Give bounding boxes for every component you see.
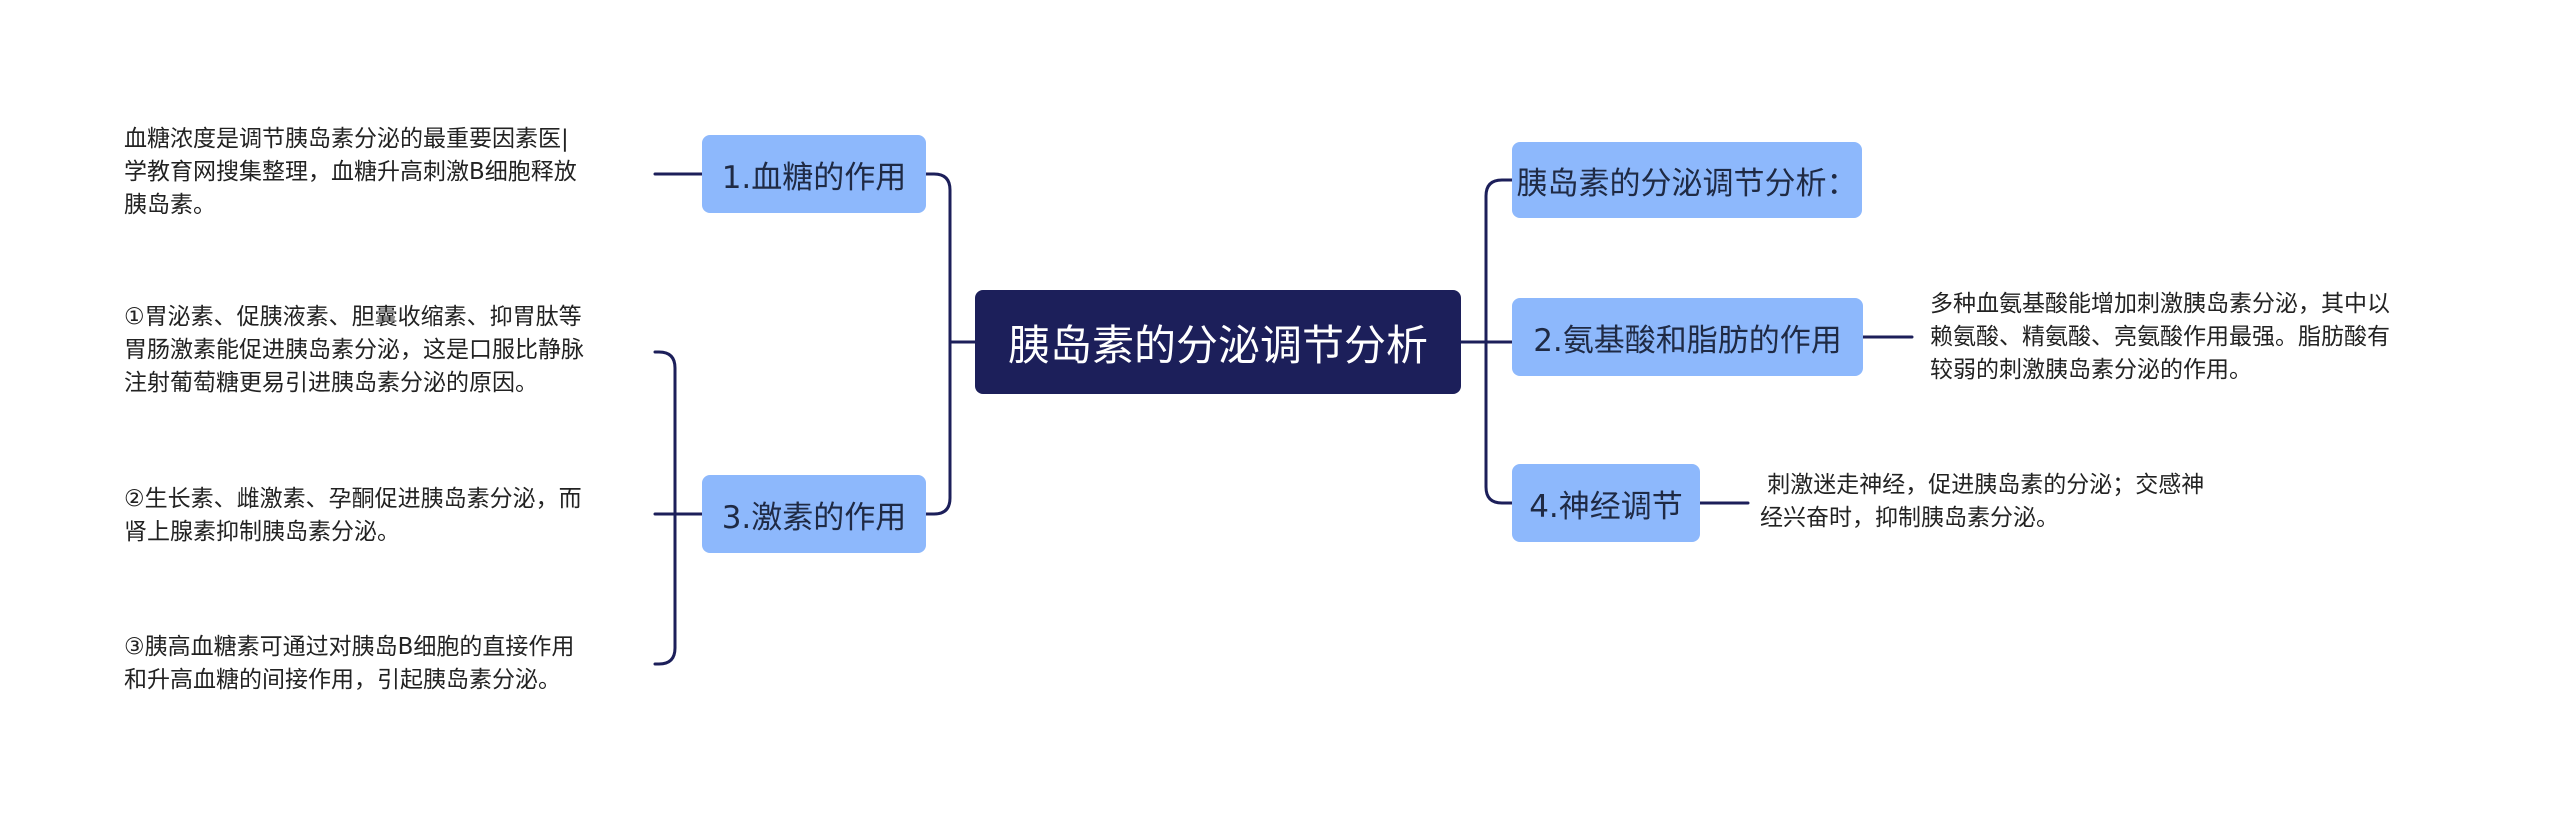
note-glucagon: ③胰高血糖素可通过对胰岛B细胞的直接作用 和升高血糖的间接作用，引起胰岛素分泌。: [124, 634, 575, 693]
note-blood-sugar: 血糖浓度是调节胰岛素分泌的最重要因素医| 学教育网搜集整理，血糖升高刺激B细胞释…: [124, 126, 577, 218]
branch-hormones[interactable]: 3.激素的作用: [702, 475, 926, 553]
note-gut-hormones: ①胃泌素、促胰液素、胆囊收缩素、抑胃肽等 胃肠激素能促进胰岛素分泌，这是口服比静…: [124, 304, 584, 396]
branch-amino-fat[interactable]: 2.氨基酸和脂肪的作用: [1512, 298, 1863, 376]
connector-root-right-a: [1459, 178, 1514, 344]
branch-neural-label: 4.神经调节: [1529, 488, 1683, 525]
note-growth-hormones: ②生长素、雌激素、孕酮促进胰岛素分泌，而 肾上腺素抑制胰岛素分泌。: [124, 486, 582, 545]
connector-branch3-note3: [653, 512, 677, 666]
branch-summary[interactable]: 胰岛素的分泌调节分析：: [1512, 142, 1862, 218]
connector-root-left-3: [924, 340, 952, 516]
connector-branch3-note1: [653, 350, 677, 516]
connector-root-left-1: [924, 172, 977, 344]
branch-blood-sugar[interactable]: 1.血糖的作用: [702, 135, 926, 213]
root-node[interactable]: 胰岛素的分泌调节分析: [975, 290, 1461, 394]
branch-hormones-label: 3.激素的作用: [721, 499, 907, 536]
connector-root-right-4: [1484, 340, 1514, 505]
branch-summary-label: 胰岛素的分泌调节分析：: [1516, 165, 1858, 202]
branch-amino-fat-label: 2.氨基酸和脂肪的作用: [1533, 322, 1842, 359]
branch-blood-sugar-label: 1.血糖的作用: [721, 159, 907, 196]
note-neural: 刺激迷走神经，促进胰岛素的分泌；交感神 经兴奋时，抑制胰岛素分泌。: [1760, 472, 2205, 531]
note-amino-fat: 多种血氨基酸能增加刺激胰岛素分泌，其中以 赖氨酸、精氨酸、亮氨酸作用最强。脂肪酸…: [1930, 291, 2390, 383]
branch-neural[interactable]: 4.神经调节: [1512, 464, 1700, 542]
root-title: 胰岛素的分泌调节分析: [1007, 320, 1428, 370]
